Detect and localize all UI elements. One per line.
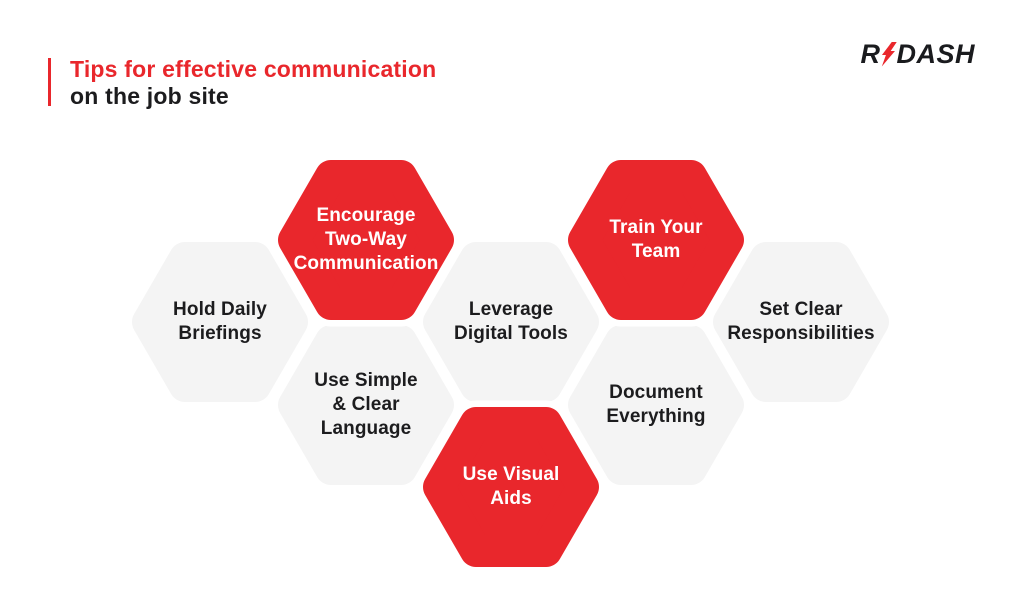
hexagon-label-line: Set Clear [759, 299, 843, 321]
hexagon-label-line: Train Your [609, 217, 703, 239]
hexagon-label-line: Communication [293, 252, 439, 274]
hexagon-label-line: Document [609, 382, 703, 404]
hexagon-label-line: Use Visual [462, 464, 560, 486]
hexagon-label-line: Language [320, 417, 412, 439]
hexagon-shape [561, 318, 751, 492]
hexagon-label-line: Digital Tools [454, 323, 568, 344]
page-title: Tips for effective communication on the … [70, 56, 436, 110]
hexagon-shape [706, 235, 896, 409]
hexagon-label-line: Everything [606, 406, 706, 427]
lightning-bolt-icon [882, 42, 898, 67]
hexagon-label-line: Leverage [468, 299, 554, 321]
title-accent-bar [48, 58, 51, 106]
hexagon-shape [416, 400, 606, 574]
hexagon-label-line: Use Simple [314, 370, 418, 392]
hexagon-shape [271, 318, 461, 492]
hexagon-label-line: Encourage [316, 205, 416, 227]
logo-prefix: R [860, 39, 881, 69]
hexagon-label-line: Briefings [178, 323, 262, 344]
hexagon-label-line: Aids [490, 488, 532, 509]
hexagon-label-line: Two-Way [325, 229, 407, 251]
hexagon-shape [271, 153, 461, 327]
page-title-line2: on the job site [70, 83, 229, 109]
hexagon-label-line: & Clear [332, 394, 400, 416]
hexagon-label-line: Responsibilities [727, 323, 875, 344]
rdash-logo: R DASH [860, 41, 975, 68]
logo-suffix: DASH [896, 39, 975, 69]
hexagon-shape [561, 153, 751, 327]
hexagon-label-line: Hold Daily [173, 299, 267, 321]
page-title-line1: Tips for effective communication [70, 56, 437, 82]
hexagon-shape [416, 235, 606, 409]
hexagon-shape [125, 235, 315, 409]
hexagon-label-line: Team [631, 241, 681, 262]
